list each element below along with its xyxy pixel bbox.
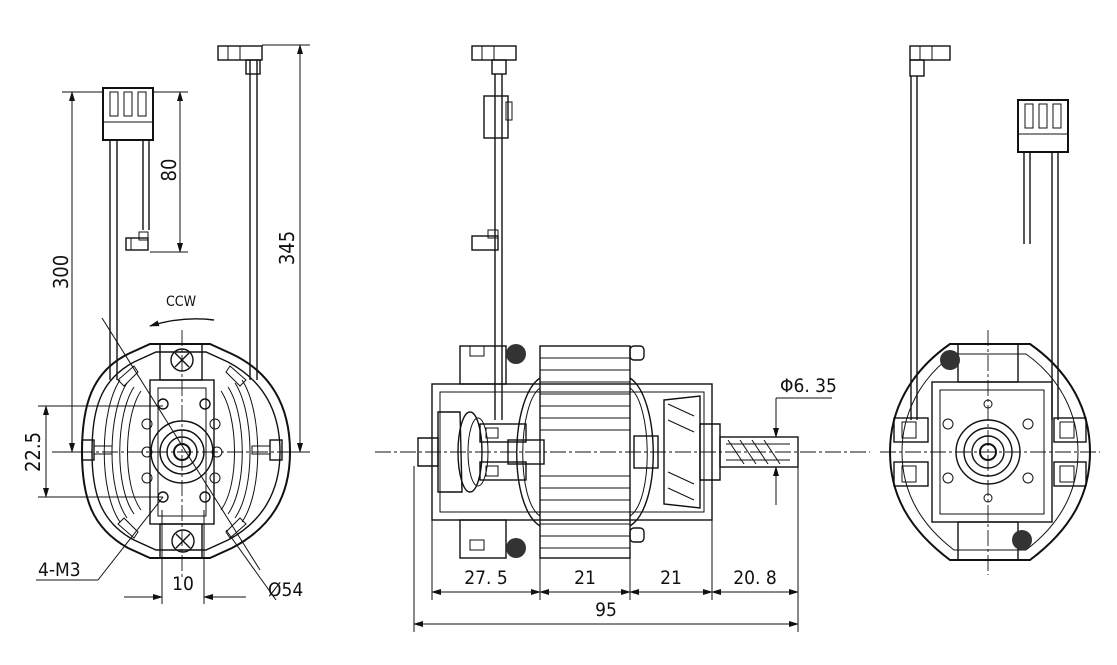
dim-20-8: 20. 8 — [733, 567, 776, 589]
dim-21-b: 21 — [660, 567, 682, 589]
stator-stack — [516, 345, 654, 559]
thread-label: 4-M3 — [38, 559, 81, 581]
motor-housing-front — [80, 343, 292, 559]
dim-27-5: 27. 5 — [464, 567, 507, 589]
rotation-label: CCW — [166, 294, 197, 310]
lead-terminal-top — [217, 45, 263, 75]
dim-345: 345 — [275, 231, 299, 265]
shaft — [719, 436, 799, 468]
rear-three-pin-connector — [1017, 99, 1069, 420]
dim-10: 10 — [172, 573, 194, 595]
hatched-bearing — [1012, 530, 1032, 550]
shaft-diameter-label: Φ6. 35 — [780, 375, 837, 397]
hatched-bearing — [506, 538, 526, 558]
dim-21-a: 21 — [574, 567, 596, 589]
diameter-label: Ø54 — [268, 579, 303, 601]
rear-view — [880, 45, 1100, 575]
front-view: CCW 300 80 345 22.5 4-M3 10 Ø54 — [21, 44, 310, 604]
dim-95: 95 — [595, 599, 617, 621]
side-lead-terminal-top — [471, 45, 517, 75]
hatched-bearing — [940, 350, 960, 370]
three-pin-connector — [102, 87, 154, 230]
dim-300: 300 — [49, 255, 73, 289]
side-view: Φ6. 35 27. 5 21 21 20. 8 95 — [375, 45, 870, 632]
lead-terminal-small — [125, 231, 149, 251]
hatched-bearing — [506, 344, 526, 364]
dim-80: 80 — [157, 159, 181, 182]
dim-22-5: 22.5 — [21, 432, 45, 472]
